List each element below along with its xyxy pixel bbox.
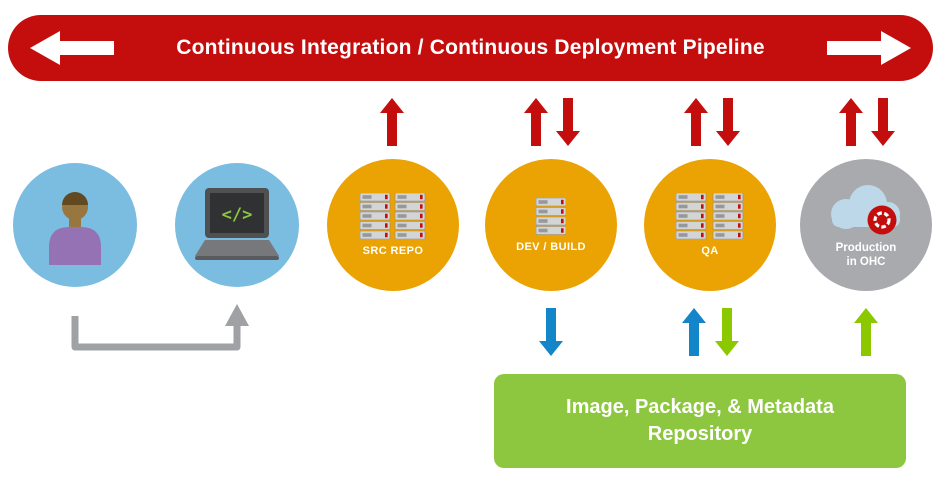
node-dev-build: DEV / BUILD xyxy=(485,159,617,291)
production-down-arrow-icon xyxy=(871,98,895,146)
banner-right-arrow-icon xyxy=(827,31,911,65)
dev-build-up-arrow-icon xyxy=(524,98,548,146)
dev-build-to-repository-arrow-icon xyxy=(539,308,563,356)
node-qa: QA xyxy=(644,159,776,291)
person-icon xyxy=(49,192,101,265)
server-stack-icon xyxy=(360,193,426,239)
laptop-icon: </> xyxy=(195,188,279,260)
pipeline-banner: Continuous Integration / Continuous Depl… xyxy=(8,15,933,81)
repository-label: Image, Package, & Metadata Repository xyxy=(566,396,834,445)
src-repo-up-arrow-icon xyxy=(380,98,404,146)
developer-to-workstation-arrow-icon xyxy=(71,304,249,351)
dev-build-down-arrow-icon xyxy=(556,98,580,146)
node-label-production: Production in OHC xyxy=(836,242,897,270)
code-glyph: </> xyxy=(222,205,253,225)
server-icon xyxy=(536,197,566,235)
node-developer xyxy=(13,163,137,287)
repository-box: Image, Package, & Metadata Repository xyxy=(494,374,906,468)
repository-to-production-arrow-icon xyxy=(854,308,878,356)
repository-to-qa-arrow-icon xyxy=(682,308,706,356)
node-label-dev-build: DEV / BUILD xyxy=(516,240,586,253)
qa-to-repository-arrow-icon xyxy=(715,308,739,356)
qa-down-arrow-icon xyxy=(716,98,740,146)
server-stack-icon xyxy=(676,193,744,239)
cloud-openshift-icon xyxy=(831,184,900,235)
production-up-arrow-icon xyxy=(839,98,863,146)
node-label-src-repo: SRC REPO xyxy=(362,245,424,257)
node-label-qa: QA xyxy=(701,245,719,257)
banner-left-arrow-icon xyxy=(30,31,114,65)
banner-title: Continuous Integration / Continuous Depl… xyxy=(176,36,765,59)
node-production: Production in OHC xyxy=(800,159,932,291)
production-label-line1: Production xyxy=(835,241,897,254)
node-workstation: </> xyxy=(175,163,299,287)
node-src-repo: SRC REPO xyxy=(327,159,459,291)
qa-up-arrow-icon xyxy=(684,98,708,146)
production-label-line2: in OHC xyxy=(846,255,886,268)
